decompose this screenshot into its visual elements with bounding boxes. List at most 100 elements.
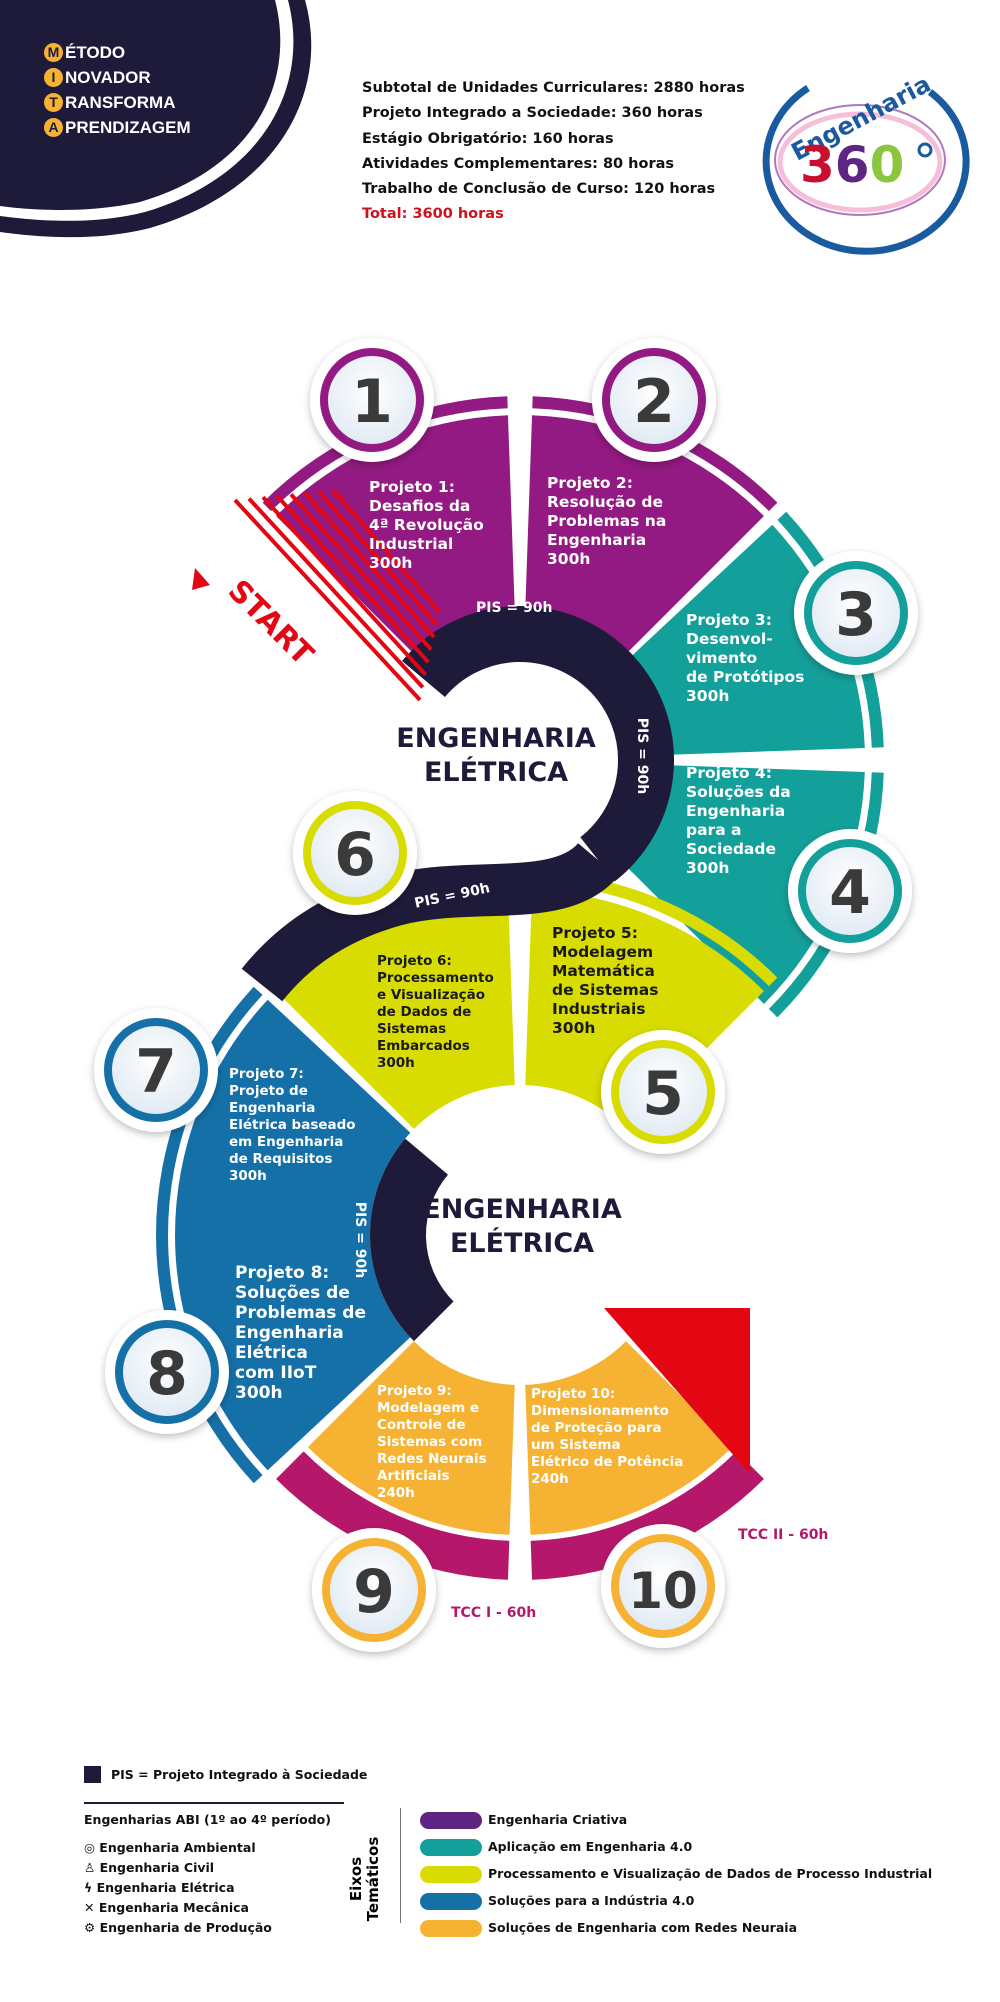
tcc-band-segment <box>276 1451 510 1580</box>
abi-label: Engenharia de Produção <box>99 1920 272 1935</box>
project-9-badge: 9 <box>312 1528 436 1652</box>
tools-icon: ✕ <box>84 1900 95 1915</box>
hours-line: Trabalho de Conclusão de Curso: 120 hora… <box>362 181 716 198</box>
badge-ring <box>320 348 424 452</box>
eixo-label: Aplicação em Engenharia 4.0 <box>488 1839 693 1854</box>
abi-item: ✕ Engenharia Mecânica <box>84 1898 272 1918</box>
badge-number: 6 <box>334 820 376 890</box>
start-stripe <box>261 495 428 677</box>
badge-ring <box>602 348 706 452</box>
project-7-badge: 7 <box>94 1008 218 1132</box>
project-2-badge: 2 <box>592 338 716 462</box>
badge-ring <box>115 1320 219 1424</box>
project-4-badge: 4 <box>788 829 912 953</box>
logo-number: 360 <box>800 136 904 194</box>
project-3-outer-stripe <box>777 511 884 748</box>
badge-number: 9 <box>353 1557 395 1627</box>
start-stripe <box>303 491 436 639</box>
pis-band-lower <box>370 1138 455 1342</box>
project-3-text: Projeto 3: Desenvol- vimento de Protótip… <box>686 611 805 705</box>
project-7-segment <box>175 999 411 1235</box>
logo-degree <box>917 142 933 158</box>
pis-legend-label: PIS = Projeto Integrado à Sociedade <box>111 1767 368 1782</box>
abi-title: Engenharias ABI (1º ao 4º período) <box>84 1812 331 1827</box>
hours-line: Estágio Obrigatório: 160 horas <box>362 130 614 147</box>
eixos-divider <box>400 1808 401 1923</box>
badge-number: 3 <box>835 580 877 650</box>
badge-ring <box>611 1040 715 1144</box>
red-triangle <box>604 1308 750 1474</box>
start-stripe <box>317 490 439 626</box>
abi-label: Engenharia Mecânica <box>98 1900 249 1915</box>
badge-ring <box>804 561 908 665</box>
motto-letter: A <box>44 118 63 137</box>
tcc-2-label: TCC II - 60h <box>738 1527 829 1543</box>
motto-word: RANSFORMA <box>65 93 176 112</box>
start-stripe <box>275 494 430 664</box>
project-6-text: Projeto 6: Processamento e Visualização … <box>377 953 494 1071</box>
project-8-segment <box>175 1235 411 1471</box>
badge-number: 8 <box>146 1339 188 1409</box>
lightning-icon: ϟ <box>84 1880 93 1895</box>
pis-legend: PIS = Projeto Integrado à Sociedade <box>84 1766 367 1783</box>
eixo-label: Processamento e Visualização de Dados de… <box>488 1866 933 1881</box>
abi-item: ⚙ Engenharia de Produção <box>84 1918 272 1938</box>
badge-number: 10 <box>628 1562 698 1620</box>
project-2-text: Projeto 2: Resolução de Problemas na Eng… <box>547 474 667 568</box>
abi-list: ◎ Engenharia Ambiental ♙ Engenharia Civi… <box>84 1838 272 1938</box>
project-4-text: Projeto 4: Soluções da Engenharia para a… <box>686 764 791 877</box>
badge-ring <box>303 801 407 905</box>
project-1-badge: 1 <box>310 338 434 462</box>
center-title-upper: ENGENHARIA ELÉTRICA <box>396 723 596 788</box>
project-10-text: Projeto 10: Dimensionamento de Proteção … <box>531 1386 684 1487</box>
project-8-outer-stripe <box>156 1235 263 1484</box>
header-blob <box>0 0 281 210</box>
eixo-swatch <box>420 1920 482 1937</box>
hours-line: Projeto Integrado a Sociedade: 360 horas <box>362 105 703 122</box>
gears-icon: ⚙ <box>84 1920 96 1935</box>
start-stripe <box>247 497 425 689</box>
badge-ring <box>322 1538 426 1642</box>
project-6-badge: 6 <box>293 791 417 915</box>
project-9-segment <box>307 1341 515 1535</box>
project-9-text: Projeto 9: Modelagem e Controle de Siste… <box>377 1383 487 1501</box>
center-title-lower: ENGENHARIA ELÉTRICA <box>422 1194 622 1259</box>
pis-swatch <box>84 1766 101 1783</box>
abi-label: Engenharia Elétrica <box>96 1880 235 1895</box>
project-10-badge: 10 <box>601 1524 725 1648</box>
eixo-label: Engenharia Criativa <box>488 1812 628 1827</box>
project-1-segment <box>276 415 515 654</box>
pis-band-middle <box>241 841 618 1002</box>
project-7-outer-stripe <box>156 986 263 1235</box>
eixo-swatch <box>420 1839 482 1856</box>
motto-letter: T <box>44 93 63 112</box>
start-stripe <box>233 498 422 702</box>
start-label: START <box>221 573 320 672</box>
motto-word: PRENDIZAGEM <box>65 118 191 137</box>
pis-label: PIS = 90h <box>634 717 651 795</box>
hours-line: Subtotal de Unidades Curriculares: 2880 … <box>362 80 745 96</box>
globe-icon: ◎ <box>84 1840 95 1855</box>
abi-item: ϟ Engenharia Elétrica <box>84 1878 272 1898</box>
hours-summary: Subtotal de Unidades Curriculares: 2880 … <box>362 76 745 228</box>
motto-letter: M <box>44 43 63 62</box>
hours-line: Atividades Complementares: 80 horas <box>362 155 675 172</box>
eixos-title: Eixos Temáticos <box>347 1836 382 1922</box>
eixo-swatch <box>420 1812 482 1829</box>
project-2-outer-stripe <box>532 396 778 512</box>
start-stripe <box>331 488 442 614</box>
motto-word: NOVADOR <box>65 68 151 87</box>
motto-letter: I <box>44 68 63 87</box>
project-1-text: Projeto 1: Desafios da 4ª Revolução Indu… <box>369 478 484 572</box>
eixo-label: Soluções de Engenharia com Redes Neuraia <box>488 1920 798 1935</box>
tcc-1-label: TCC I - 60h <box>451 1605 537 1621</box>
project-8-text: Projeto 8: Soluções de Problemas de Enge… <box>235 1263 366 1403</box>
project-5-badge: 5 <box>601 1030 725 1154</box>
eixo-label: Soluções para a Indústria 4.0 <box>488 1893 695 1908</box>
badge-ring <box>104 1018 208 1122</box>
badge-number: 2 <box>633 367 675 437</box>
abi-label: Engenharia Civil <box>99 1860 215 1875</box>
project-1-outer-stripe <box>262 396 508 512</box>
